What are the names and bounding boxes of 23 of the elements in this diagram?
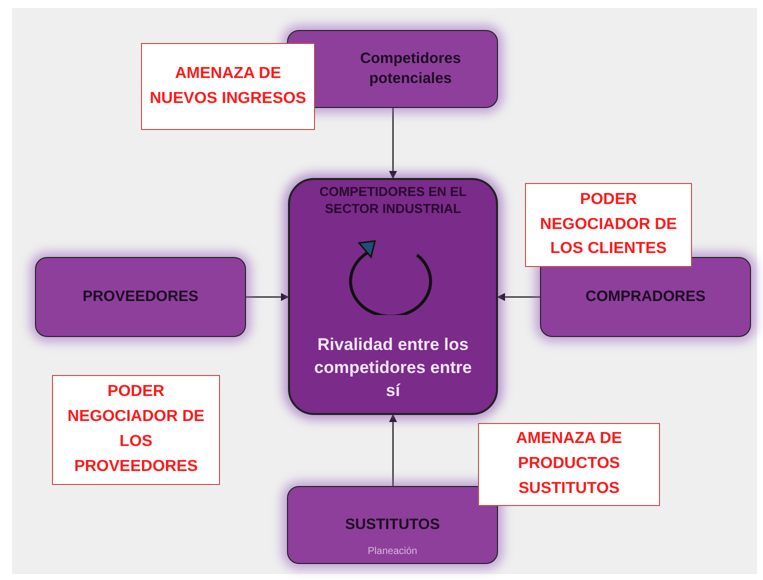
note-box bbox=[478, 423, 660, 506]
force-box bbox=[287, 486, 498, 564]
force-label: COMPRADORES bbox=[584, 286, 706, 307]
arrow bbox=[389, 414, 397, 486]
note-box bbox=[141, 43, 315, 130]
force-label: Competidores potenciales bbox=[359, 48, 462, 89]
force-box bbox=[540, 257, 751, 337]
central-box bbox=[288, 178, 498, 415]
force-box bbox=[35, 257, 246, 337]
force-label: PROVEEDORES bbox=[82, 286, 200, 307]
heading: COMPETIDORES EN EL SECTOR INDUSTRIAL bbox=[318, 184, 468, 218]
note-text: AMENAZA DE PRODUCTOS SUSTITUTOS bbox=[514, 429, 624, 499]
body-text: Rivalidad entre los competidores entre sí bbox=[313, 334, 473, 402]
note-box bbox=[52, 375, 220, 485]
arrow bbox=[246, 293, 289, 301]
arrow bbox=[389, 108, 397, 179]
arrow bbox=[497, 293, 540, 301]
note-box bbox=[525, 183, 692, 267]
note-text: PODER NEGOCIADOR DE LOS CLIENTES bbox=[539, 190, 678, 260]
force-label: SUSTITUTOS bbox=[344, 514, 441, 535]
faint-text: Planeación bbox=[368, 546, 418, 557]
note-text: AMENAZA DE NUEVOS INGRESOS bbox=[148, 64, 308, 108]
note-text: PODER NEGOCIADOR DE LOS PROVEEDORES bbox=[66, 382, 206, 477]
